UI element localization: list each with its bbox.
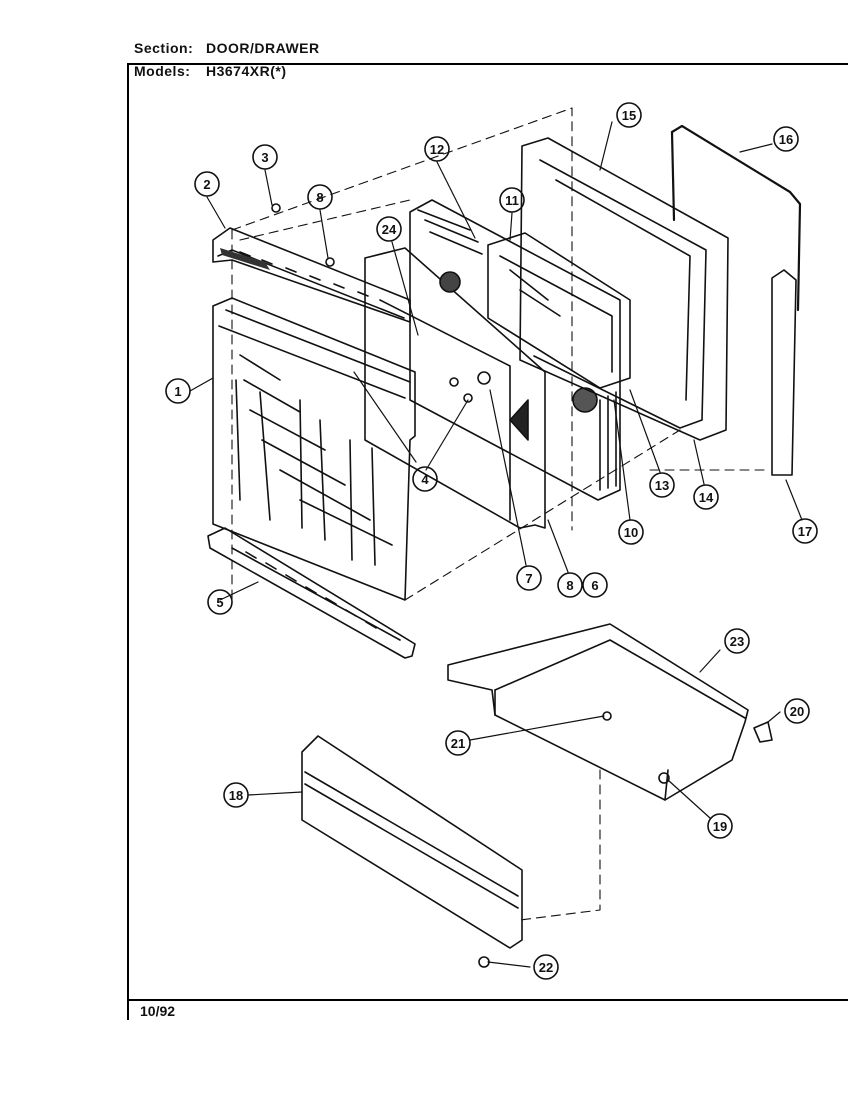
callout-14: 14 bbox=[693, 484, 719, 510]
callout-22: 22 bbox=[533, 954, 559, 980]
section-header: Section: DOOR/DRAWER bbox=[134, 40, 320, 56]
callout-2: 2 bbox=[194, 171, 220, 197]
svg-text:23: 23 bbox=[730, 634, 744, 649]
callout-10: 10 bbox=[618, 519, 644, 545]
callout-5: 5 bbox=[207, 589, 233, 615]
assembly-guides bbox=[231, 107, 771, 921]
models-label: Models: bbox=[134, 63, 191, 79]
svg-text:5: 5 bbox=[216, 595, 223, 610]
callout-4: 4 bbox=[412, 466, 438, 492]
svg-text:3: 3 bbox=[261, 150, 268, 165]
svg-text:11: 11 bbox=[505, 193, 519, 208]
callout-24: 24 bbox=[376, 216, 402, 242]
leader-lines bbox=[189, 121, 803, 968]
svg-text:8: 8 bbox=[566, 578, 573, 593]
callout-19: 19 bbox=[707, 813, 733, 839]
callout-18: 18 bbox=[223, 782, 249, 808]
svg-text:2: 2 bbox=[203, 177, 210, 192]
callout-16: 16 bbox=[773, 126, 799, 152]
drawer-front bbox=[301, 735, 523, 949]
inner-glass-pack bbox=[487, 232, 631, 389]
svg-text:19: 19 bbox=[713, 819, 727, 834]
callout-23: 23 bbox=[724, 628, 750, 654]
door-gasket bbox=[670, 124, 802, 312]
models-header: Models: H3674XR(*) bbox=[134, 63, 286, 79]
diagram-frame bbox=[127, 63, 848, 1020]
callout-21: 21 bbox=[445, 730, 471, 756]
insulation-block bbox=[409, 199, 621, 501]
door-frame bbox=[519, 137, 729, 441]
callout-11: 11 bbox=[499, 187, 525, 213]
footer-rule bbox=[127, 999, 848, 1001]
svg-text:8: 8 bbox=[316, 190, 323, 205]
door-bottom-trim bbox=[207, 527, 416, 659]
svg-text:13: 13 bbox=[655, 478, 669, 493]
callout-6: 6 bbox=[582, 572, 608, 598]
svg-text:20: 20 bbox=[790, 704, 804, 719]
callout-8-top: 8 bbox=[307, 184, 333, 210]
callout-7: 7 bbox=[516, 565, 542, 591]
outer-door-panel bbox=[212, 297, 416, 601]
section-value: DOOR/DRAWER bbox=[206, 40, 320, 56]
svg-text:16: 16 bbox=[779, 132, 793, 147]
drawer-body bbox=[447, 623, 749, 801]
svg-text:7: 7 bbox=[525, 571, 532, 586]
door-top-trim bbox=[212, 227, 411, 323]
svg-text:22: 22 bbox=[539, 960, 553, 975]
svg-text:17: 17 bbox=[798, 524, 812, 539]
side-trim bbox=[771, 269, 797, 476]
svg-text:1: 1 bbox=[174, 384, 181, 399]
svg-text:21: 21 bbox=[451, 736, 465, 751]
svg-text:24: 24 bbox=[382, 222, 397, 237]
callout-3: 3 bbox=[252, 144, 278, 170]
inner-door-liner bbox=[364, 247, 546, 529]
models-value: H3674XR(*) bbox=[206, 63, 287, 79]
callout-15: 15 bbox=[616, 102, 642, 128]
callout-8-bottom: 8 bbox=[557, 572, 583, 598]
callout-12: 12 bbox=[424, 136, 450, 162]
callout-20: 20 bbox=[784, 698, 810, 724]
svg-text:10: 10 bbox=[624, 525, 638, 540]
callout-17: 17 bbox=[792, 518, 818, 544]
svg-text:6: 6 bbox=[591, 578, 598, 593]
svg-text:14: 14 bbox=[699, 490, 714, 505]
section-label: Section: bbox=[134, 40, 194, 56]
svg-text:12: 12 bbox=[430, 142, 444, 157]
callout-13: 13 bbox=[649, 472, 675, 498]
callouts: 1 2 3 8 24 12 11 15 16 17 14 13 10 6 8 7… bbox=[165, 102, 818, 980]
callout-1: 1 bbox=[165, 378, 191, 404]
svg-text:4: 4 bbox=[421, 472, 429, 487]
footer-date: 10/92 bbox=[140, 1003, 176, 1019]
hardware-parts bbox=[271, 203, 773, 968]
svg-text:15: 15 bbox=[622, 108, 636, 123]
svg-text:18: 18 bbox=[229, 788, 243, 803]
